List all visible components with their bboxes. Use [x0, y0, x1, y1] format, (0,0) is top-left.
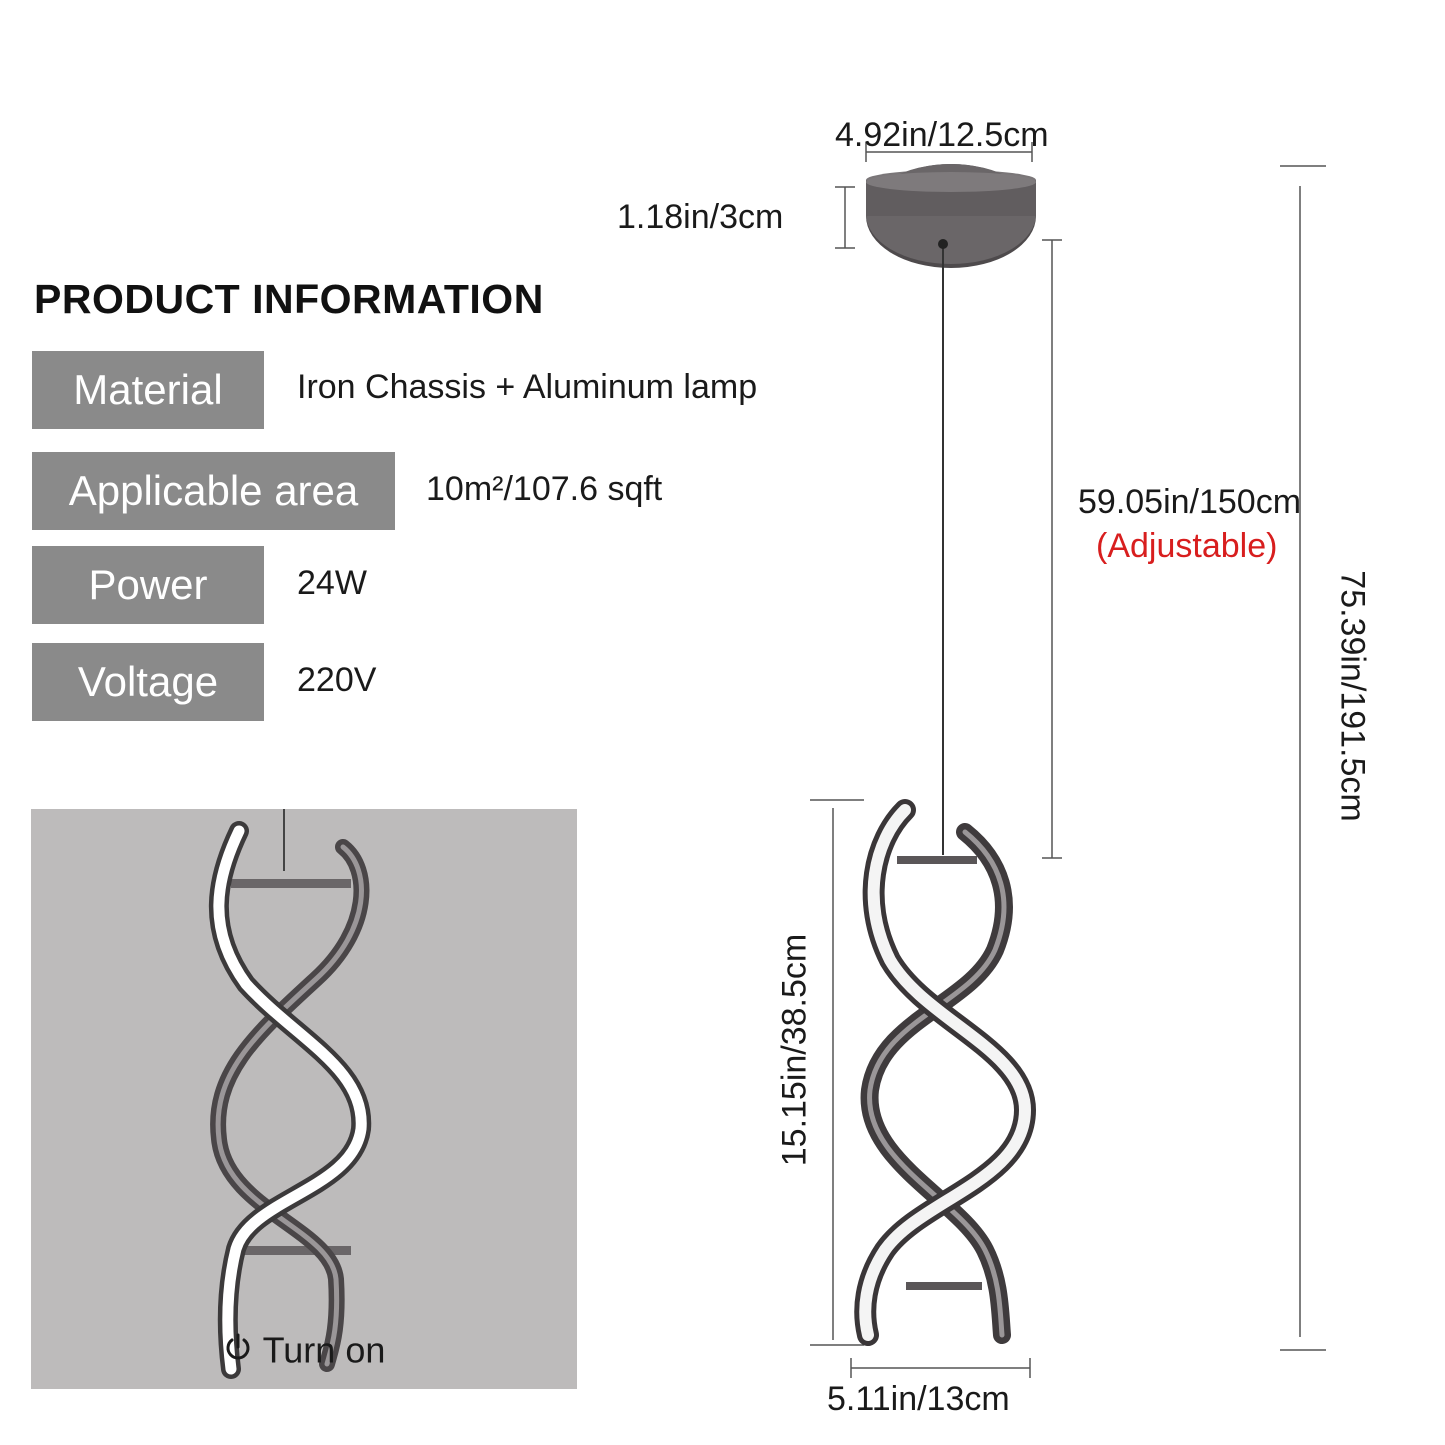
total-height-label: 75.39in/191.5cm	[1333, 570, 1372, 822]
power-icon	[223, 1329, 253, 1371]
spec-value-voltage: 220V	[297, 661, 377, 699]
canopy-width-label: 4.92in/12.5cm	[835, 116, 1049, 154]
canopy-height-label: 1.18in/3cm	[617, 198, 784, 236]
spec-label-power: Power	[32, 546, 264, 624]
spec-value-material: Iron Chassis + Aluminum lamp	[297, 368, 758, 406]
spec-value-area: 10m²/107.6 sqft	[426, 470, 663, 508]
lit-lamp-illustration	[208, 809, 372, 1379]
page-title: PRODUCT INFORMATION	[34, 276, 544, 322]
cord-length-label: 59.05in/150cm	[1078, 483, 1302, 521]
turn-on-caption: Turn on	[31, 1327, 577, 1371]
spec-label-material: Material	[32, 351, 264, 429]
lamp-width-label: 5.11in/13cm	[827, 1380, 1010, 1418]
lamp-height-label: 15.15in/38.5cm	[775, 933, 814, 1167]
spec-label-area: Applicable area	[32, 452, 395, 530]
adjustable-note: (Adjustable)	[1096, 527, 1278, 565]
spec-value-power: 24W	[297, 564, 367, 602]
lamp-photo: Turn on	[31, 809, 577, 1389]
spec-label-voltage: Voltage	[32, 643, 264, 721]
turn-on-label: Turn on	[262, 1329, 386, 1371]
